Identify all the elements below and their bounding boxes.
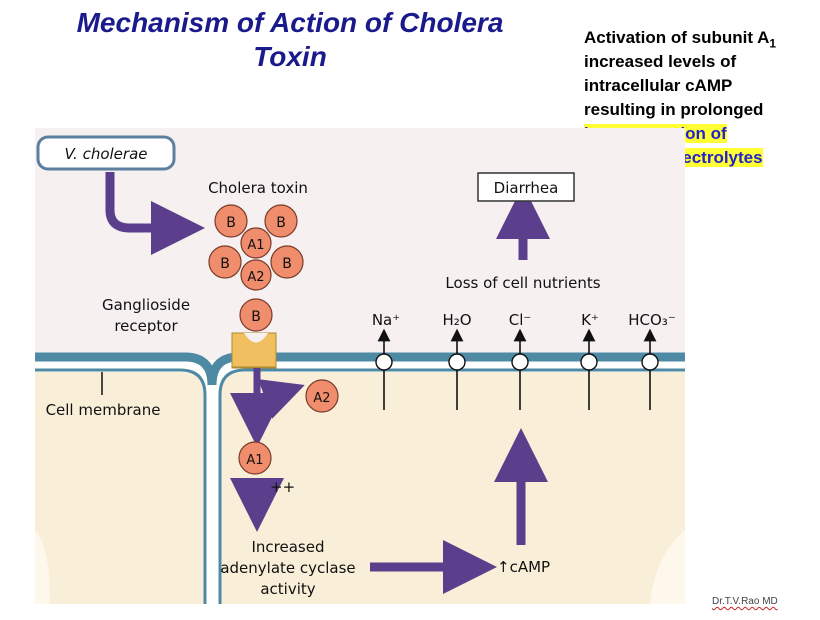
na-channel: [375, 353, 393, 371]
toxin-subunit-a2: [240, 259, 272, 291]
ion-label-hco3: HCO₃⁻: [628, 311, 676, 329]
v-cholerae-box: [36, 135, 176, 171]
ganglioside-label: Ganglioside: [102, 296, 190, 314]
toxin-subunit-a1: [240, 227, 272, 259]
ion-label-na: Na⁺: [372, 311, 400, 329]
toxin-subunit-b: [270, 245, 304, 279]
receptor-notch: [244, 333, 268, 343]
side-line-4: resulting in prolonged: [584, 100, 764, 119]
subunit-a1-label: A1: [247, 238, 264, 253]
ion-label-k: K⁺: [581, 311, 599, 329]
h2o-channel: [448, 353, 466, 371]
hco3-channel: [641, 353, 659, 371]
activation-plus-label: ++: [270, 478, 295, 496]
subunit-a2-label: A2: [247, 270, 264, 285]
subunit-b-label: B: [220, 256, 230, 272]
cell-membrane-label: Cell membrane: [46, 401, 161, 419]
activity-label: activity: [260, 580, 315, 598]
released-a2-label: A2: [313, 391, 330, 406]
k-channel: [580, 353, 598, 371]
toxin-subunit-b: [264, 204, 298, 238]
main-cell: [220, 372, 685, 604]
receptor-label: receptor: [114, 317, 178, 335]
side-line-2: increased levels of: [584, 52, 737, 71]
title-line-1: Mechanism of Action of Cholera: [76, 7, 504, 38]
author-credit: Dr.T.V.Rao MD: [712, 596, 778, 607]
ion-label-cl: Cl⁻: [509, 311, 532, 329]
camp-label: ↑cAMP: [497, 558, 550, 576]
diarrhea-label: Diarrhea: [494, 179, 559, 197]
page-title: Mechanism of Action of Cholera Toxin: [30, 6, 550, 74]
cholera-toxin-label: Cholera toxin: [208, 179, 308, 197]
subunit-b-label: B: [251, 309, 261, 325]
toxin-subunit-b: [239, 298, 273, 332]
diarrhea-box: [477, 172, 575, 202]
toxin-subunit-b: [214, 204, 248, 238]
side-line-1-text: Activation of subunit A: [584, 28, 770, 47]
subunit-b-label: B: [282, 256, 292, 272]
cl-channel: [511, 353, 529, 371]
ion-label-h2o: H₂O: [442, 311, 471, 329]
adenylate-cyclase-label: adenylate cyclase: [220, 559, 355, 577]
side-line-1-sub: 1: [769, 36, 777, 51]
ion-channels: [375, 328, 659, 410]
v-cholerae-label: V. cholerae: [65, 145, 148, 163]
left-cell-border: [35, 368, 207, 604]
toxin-subunit-b: [208, 245, 242, 279]
title-line-2: Toxin: [253, 41, 327, 72]
released-a2: [305, 379, 339, 413]
loss-nutrients-label: Loss of cell nutrients: [445, 274, 600, 292]
released-a1: [238, 441, 272, 475]
left-cell-nucleus: [35, 530, 50, 604]
right-cell-nucleus: [650, 530, 685, 604]
side-line-3: intracellular cAMP: [584, 76, 733, 95]
side-line-1: Activation of subunit A1: [584, 26, 816, 50]
bacteria-to-toxin-arrow: [105, 172, 205, 255]
main-cell-border: [218, 368, 685, 604]
increased-label: Increased: [251, 538, 324, 556]
toxin-cluster: B B A1 B B A2 B: [208, 204, 304, 332]
subunit-b-label: B: [226, 215, 236, 231]
left-cell: [35, 372, 205, 604]
cell-membrane-line: [35, 352, 685, 386]
released-a1-label: A1: [246, 453, 263, 468]
subunit-b-label: B: [276, 215, 286, 231]
